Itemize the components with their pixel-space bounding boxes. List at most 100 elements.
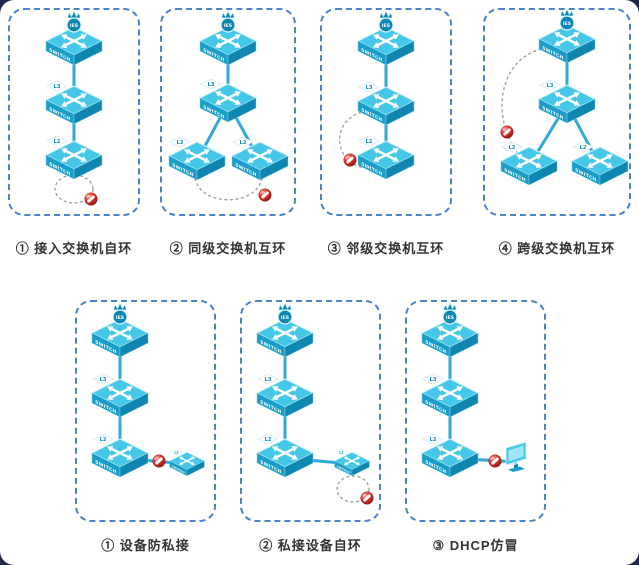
cross-arrows-icon	[554, 92, 561, 98]
cross-arrows-icon	[456, 326, 463, 332]
badge-label: L3	[100, 377, 107, 383]
panel-caption: ② 同级交换机互环	[169, 241, 287, 256]
switch-text: SWITCH	[337, 464, 351, 475]
panel-caption: ③ DHCP仿冒	[432, 538, 519, 553]
badge-label: L2	[100, 437, 107, 443]
cross-arrows-icon	[234, 91, 241, 97]
crown-icon	[378, 10, 394, 19]
panel-caption: ② 私接设备自环	[259, 538, 362, 553]
loop-dashed-arc	[501, 47, 548, 156]
ies-badge: IES	[112, 302, 128, 325]
l2-badge: L2	[169, 136, 191, 148]
cross-arrows-icon	[554, 40, 561, 46]
cross-arrows-icon	[554, 100, 561, 106]
cross-arrows-icon	[356, 461, 361, 466]
badge-label: L2	[54, 139, 61, 145]
badge-label: L3	[430, 377, 437, 383]
crown-icon	[277, 302, 293, 311]
ies-badge: IES	[277, 302, 293, 325]
cross-arrows-icon	[107, 446, 114, 452]
cross-arrows-icon	[126, 386, 133, 392]
cross-arrows-icon	[573, 32, 580, 38]
l2-badge: L2	[169, 448, 184, 456]
cross-arrows-icon	[535, 162, 542, 168]
switch-node-l2: SWITCH L2	[333, 448, 371, 477]
l2-badge: L2	[422, 433, 444, 445]
l2-badge: L2	[232, 136, 254, 148]
cross-arrows-icon	[61, 148, 68, 154]
badge-label: L2	[430, 437, 437, 443]
cross-arrows-icon	[587, 154, 594, 160]
cross-arrows-icon	[203, 157, 210, 163]
l3-badge: L3	[257, 373, 279, 385]
l3-badge: L3	[422, 373, 444, 385]
l2-badge: L2	[572, 141, 594, 153]
ies-label: IES	[563, 21, 571, 27]
panel-caption: ④ 跨级交换机互环	[498, 241, 616, 256]
panel-caption: ① 设备防私接	[101, 538, 190, 553]
cross-arrows-icon	[126, 334, 133, 340]
l3-badge: L3	[92, 373, 114, 385]
badge-label: L2	[509, 145, 516, 151]
ies-badge: IES	[559, 10, 575, 31]
cross-arrows-icon	[215, 99, 222, 105]
cross-arrows-icon	[392, 102, 399, 108]
cross-arrows-icon	[535, 154, 542, 160]
cross-arrows-icon	[456, 334, 463, 340]
loop-dashed-arc	[194, 177, 263, 201]
badge-label: L3	[208, 82, 215, 88]
cross-arrows-icon	[107, 334, 114, 340]
cross-arrows-icon	[80, 34, 87, 40]
crown-icon	[66, 10, 82, 19]
crown-icon	[112, 302, 128, 311]
cross-arrows-icon	[373, 156, 380, 162]
cross-arrows-icon	[203, 149, 210, 155]
cross-arrows-icon	[61, 93, 68, 99]
cross-arrows-icon	[291, 334, 298, 340]
ies-label: IES	[446, 315, 454, 321]
cross-arrows-icon	[178, 456, 183, 461]
cross-arrows-icon	[392, 94, 399, 100]
cross-arrows-icon	[80, 101, 87, 107]
badge-label: L2	[339, 450, 343, 454]
ies-badge: IES	[442, 302, 458, 325]
cross-arrows-icon	[191, 461, 196, 466]
cross-arrows-icon	[437, 326, 444, 332]
cross-arrows-icon	[573, 100, 580, 106]
cross-arrows-icon	[392, 42, 399, 48]
cross-arrows-icon	[291, 386, 298, 392]
cross-arrows-icon	[126, 394, 133, 400]
cross-arrows-icon	[80, 156, 87, 162]
cross-arrows-icon	[392, 34, 399, 40]
badge-label: L3	[547, 83, 554, 89]
cross-arrows-icon	[107, 394, 114, 400]
cross-arrows-icon	[80, 93, 87, 99]
ies-badge: IES	[66, 10, 82, 33]
panel-caption: ① 接入交换机自环	[15, 241, 133, 256]
cross-arrows-icon	[215, 34, 222, 40]
ies-badge: IES	[378, 10, 394, 33]
badge-label: L3	[366, 85, 373, 91]
cross-arrows-icon	[373, 148, 380, 154]
cross-arrows-icon	[456, 454, 463, 460]
cross-arrows-icon	[272, 326, 279, 332]
cross-arrows-icon	[272, 394, 279, 400]
cross-arrows-icon	[437, 386, 444, 392]
cross-arrows-icon	[61, 42, 68, 48]
cross-arrows-icon	[373, 94, 380, 100]
